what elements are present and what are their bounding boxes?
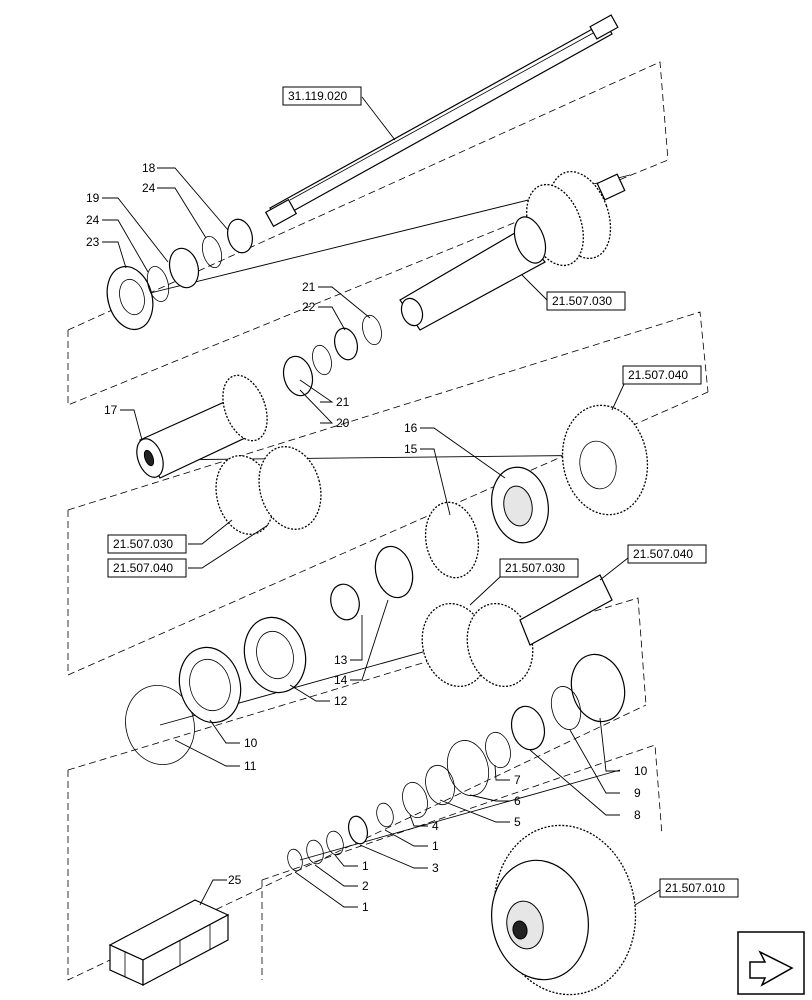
label-20: 20 (336, 416, 350, 430)
svg-text:21.507.040: 21.507.040 (113, 561, 173, 575)
label-21a: 21 (302, 280, 316, 294)
kit-box (108, 899, 230, 986)
label-11: 11 (244, 759, 257, 773)
label-7: 7 (514, 773, 521, 787)
label-23: 23 (86, 235, 100, 249)
parts-15-16 (424, 466, 549, 579)
label-15: 15 (404, 442, 418, 456)
gear-large-right (561, 404, 649, 516)
ref-box-5[interactable]: 21.507.040 (107, 558, 187, 578)
gear-cluster-upper (399, 170, 626, 331)
ref-box-1[interactable]: 31.119.020 (282, 86, 362, 106)
main-shaft (264, 14, 619, 228)
gear-pair-left (215, 446, 322, 535)
svg-text:21.507.040: 21.507.040 (633, 547, 693, 561)
ref-box-3[interactable]: 21.507.040 (622, 365, 702, 385)
label-24a: 24 (142, 181, 156, 195)
label-12: 12 (334, 694, 348, 708)
label-5: 5 (514, 815, 521, 829)
ref-box-8[interactable]: 21.507.010 (659, 878, 739, 898)
gear-pair-middle (421, 574, 613, 688)
label-10b: 10 (634, 764, 648, 778)
svg-text:21.507.030: 21.507.030 (552, 294, 612, 308)
label-9: 9 (634, 786, 641, 800)
label-24b: 24 (86, 213, 100, 227)
bearing-seal-left (125, 616, 307, 766)
assembly-boundaries (67, 61, 709, 981)
label-1a: 1 (432, 839, 439, 853)
arrow-icon[interactable] (737, 931, 805, 995)
ref-box-6[interactable]: 21.507.030 (499, 558, 579, 578)
label-2: 2 (362, 879, 369, 893)
leader-lines (102, 96, 661, 908)
label-22: 22 (302, 300, 316, 314)
label-4: 4 (432, 819, 439, 833)
svg-text:21.507.010: 21.507.010 (665, 881, 725, 895)
ref-box-2[interactable]: 21.507.030 (546, 291, 626, 311)
upper-small-parts (106, 218, 253, 331)
label-3: 3 (432, 861, 439, 875)
label-10a: 10 (244, 736, 258, 750)
label-18: 18 (142, 161, 156, 175)
gear-shaft-17 (136, 374, 268, 479)
label-25: 25 (228, 873, 242, 887)
svg-text:21.507.030: 21.507.030 (113, 537, 173, 551)
ref-box-4[interactable]: 21.507.030 (107, 534, 187, 554)
svg-text:21.507.030: 21.507.030 (505, 561, 565, 575)
label-21b: 21 (336, 395, 350, 409)
svg-text:31.119.020: 31.119.020 (288, 89, 347, 103)
svg-text:21.507.040: 21.507.040 (628, 368, 688, 382)
label-17: 17 (104, 403, 118, 417)
label-16: 16 (404, 421, 418, 435)
parts-13-14 (330, 545, 414, 621)
middle-ring-parts (282, 314, 382, 397)
label-1c: 1 (362, 900, 369, 914)
planetary-housing (490, 824, 637, 996)
ref-box-7[interactable]: 21.507.040 (627, 544, 707, 564)
part-number-labels: 18 24 19 24 23 21 22 21 20 17 16 15 13 1… (86, 161, 648, 914)
label-6: 6 (514, 794, 521, 808)
label-8: 8 (634, 808, 641, 822)
label-19: 19 (86, 191, 100, 205)
label-1b: 1 (362, 859, 369, 873)
label-14: 14 (334, 673, 348, 687)
ring-set-right (287, 653, 626, 872)
label-13: 13 (334, 653, 348, 667)
